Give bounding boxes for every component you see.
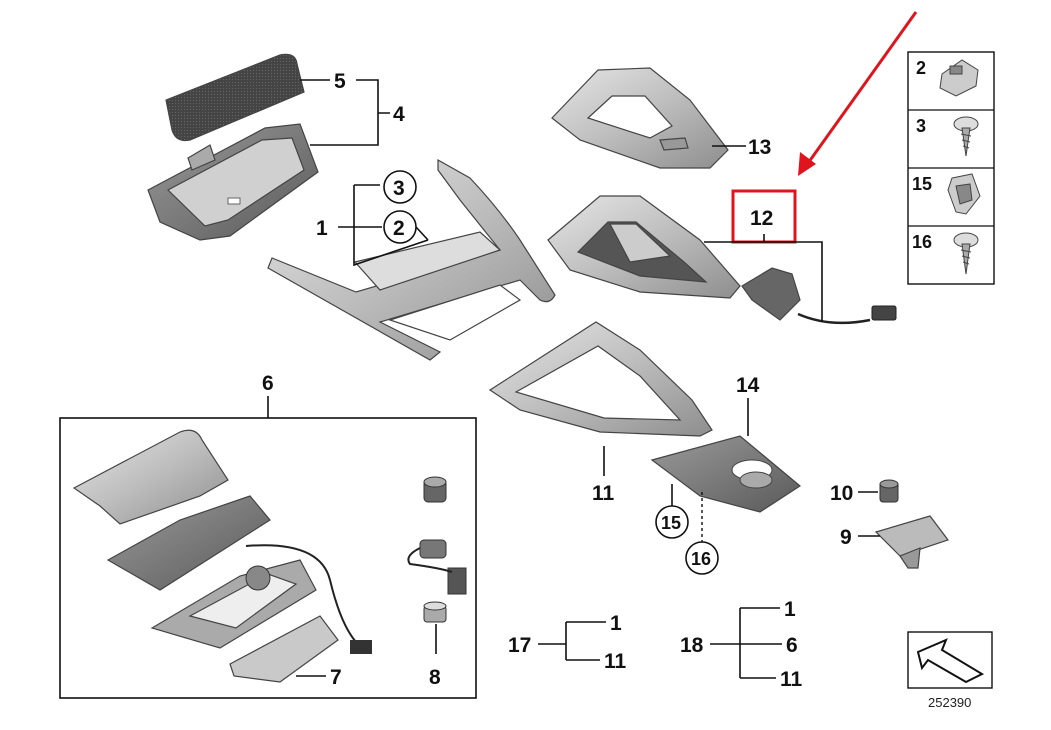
orientation-symbol: [907, 631, 993, 689]
callout-2: 2: [393, 217, 405, 240]
ashtray-9-part: [874, 515, 949, 569]
callout-9: 9: [840, 526, 852, 549]
trim-11-part: [488, 321, 713, 437]
spring-clip-icon: [947, 173, 981, 215]
center-trim-part: [267, 158, 556, 361]
clip-nut-icon: [939, 59, 979, 97]
kit-17-item-2: 11: [604, 650, 627, 673]
legend-num-3: 3: [916, 116, 926, 136]
kit-17-item-1: 1: [610, 612, 622, 635]
highlight-arrow: [804, 11, 918, 167]
harness-12-part: [741, 267, 897, 325]
socket-10-part: [879, 479, 899, 503]
mat-part: [165, 53, 305, 142]
trim-frame-12-part: [547, 195, 741, 299]
screw-icon: [953, 232, 979, 275]
ashtray-assembly-part: [72, 429, 372, 683]
lighter-parts: [407, 476, 467, 623]
callout-14: 14: [736, 374, 760, 397]
callout-13: 13: [748, 136, 771, 159]
screw-icon: [953, 116, 979, 157]
kit-18-item-3: 11: [780, 668, 803, 691]
callout-7: 7: [330, 666, 342, 689]
callout-5: 5: [334, 70, 346, 93]
legend-num-16: 16: [912, 232, 932, 252]
diagram-ref-number: 252390: [928, 695, 971, 710]
callout-8: 8: [429, 666, 441, 689]
highlight-arrowhead: [798, 152, 816, 176]
kit-18-label: 18: [680, 634, 704, 657]
callout-3: 3: [393, 177, 405, 200]
callout-12: 12: [750, 207, 773, 230]
callout-6: 6: [262, 372, 274, 395]
callout-11: 11: [592, 482, 615, 505]
callout-16: 16: [691, 549, 711, 569]
storage-tray-part: [147, 123, 319, 241]
kit-18-item-1: 1: [784, 598, 796, 621]
callout-15: 15: [661, 513, 681, 533]
trim-frame-13-part: [551, 67, 729, 169]
legend-num-2: 2: [916, 58, 926, 78]
kit-18-item-2: 6: [786, 634, 798, 657]
panel-14-part: [650, 435, 802, 513]
callout-1: 1: [316, 217, 328, 240]
legend-num-15: 15: [912, 174, 932, 194]
callout-4: 4: [393, 103, 405, 126]
kit-17-label: 17: [508, 634, 531, 657]
hardware-legend: 2 3 15 16: [907, 51, 995, 285]
callout-10: 10: [830, 482, 853, 505]
